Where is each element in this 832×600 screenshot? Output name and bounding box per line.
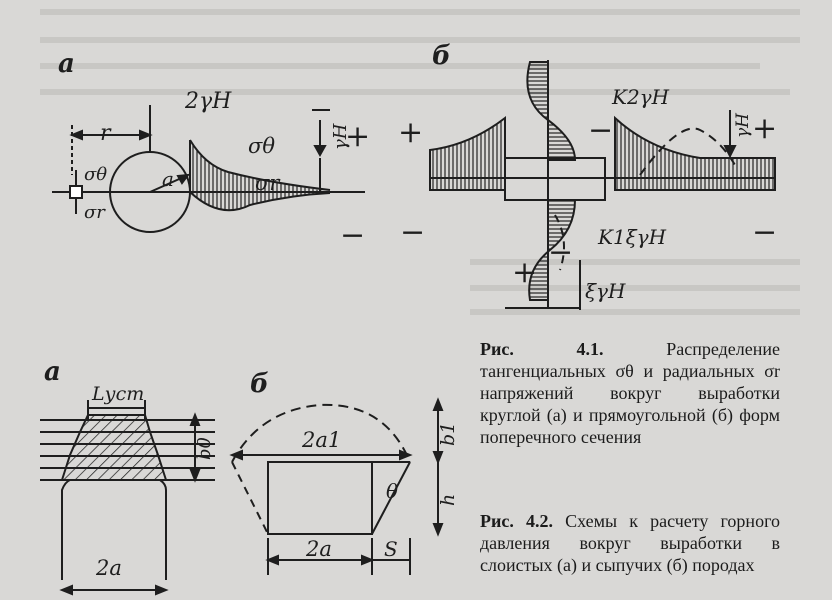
fig41b-plus-right: + [752, 111, 777, 146]
fig41-caption-text: Распределение тангенциальных σθ и радиал… [480, 339, 781, 447]
b1-label: b1 [437, 422, 459, 446]
fig41-a-label: а [58, 49, 75, 79]
fig41a-plus-right: + [345, 119, 370, 154]
fig41b-plus-bottom: + [512, 255, 537, 290]
two-gamma-h-label: 2γH [184, 89, 232, 114]
fig41-b-label: б [432, 41, 451, 71]
xi-gamma-h-label: ξγH [585, 279, 626, 303]
fig42-panel-a: а [40, 357, 215, 596]
two-a1-label: 2a1 [301, 428, 341, 452]
figure-4-1-caption: Рис. 4.1. Распределение тангенциальных σ… [480, 338, 780, 448]
fig41-panel-b: б [429, 41, 776, 310]
k2-gamma-h-label: K2γH [611, 85, 670, 109]
fig42-caption-number: Рис. 4.2. [480, 511, 553, 531]
fig41b-minus-top: − [588, 113, 613, 148]
element-sigma-theta-label: σθ [84, 164, 107, 185]
sigma-r-label: σr [255, 171, 281, 195]
fig41-caption-number: Рис. 4.1. [480, 339, 604, 359]
fig41b-minus-bottom: − [548, 235, 573, 270]
gamma-h-vertical-label: γH [330, 123, 351, 150]
fig42-a-label: а [44, 357, 61, 387]
k1-xi-gamma-h-label: K1ξγH [597, 225, 667, 249]
figure-4-2-caption: Рис. 4.2. Схемы к расчету горного давлен… [480, 510, 780, 576]
fig41a-minus-right: − [340, 218, 365, 253]
fig42-panel-b: б [229, 369, 444, 575]
fig42a-2a-label: 2a [95, 556, 122, 580]
fig42b-2a-label: 2a [305, 537, 332, 561]
fig42-b-label: б [250, 369, 269, 399]
sigma-theta-label: σθ [248, 134, 275, 158]
l-ust-label: Lуст [91, 383, 144, 405]
fig41b-minus-right: − [752, 215, 777, 250]
radius-a-label: a [162, 167, 174, 191]
fig41b-minus-left: − [400, 215, 425, 250]
s-label: S [384, 537, 398, 561]
element-sigma-r-label: σr [84, 202, 106, 223]
h-label: h [437, 494, 459, 506]
theta-label: θ [386, 479, 398, 503]
gamma-h-vertical-b-label: γH [733, 112, 753, 138]
background-text-lines [40, 9, 800, 315]
fig41b-plus-left: + [398, 115, 423, 150]
b0-label: b0 [194, 437, 215, 460]
fig42-caption-text: Схемы к расчету горного давления вокруг … [480, 511, 780, 575]
r-label: r [100, 121, 112, 146]
fig41-panel-a: а [52, 49, 365, 233]
